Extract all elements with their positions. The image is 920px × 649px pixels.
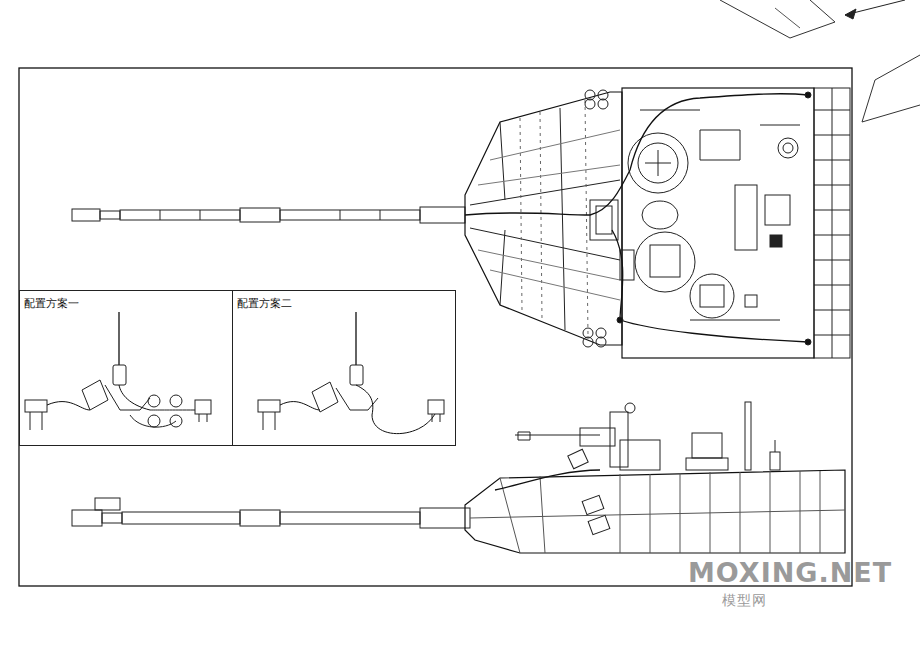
watermark: 模型网 <box>722 592 767 610</box>
config-inset-box: 配置方案一 <box>19 290 233 446</box>
inset-heading: 配置方案二 <box>235 295 294 312</box>
config-inset-box: 配置方案二 <box>232 290 456 446</box>
inset-heading: 配置方案一 <box>22 295 81 312</box>
watermark: MOXING.NET <box>688 557 892 588</box>
